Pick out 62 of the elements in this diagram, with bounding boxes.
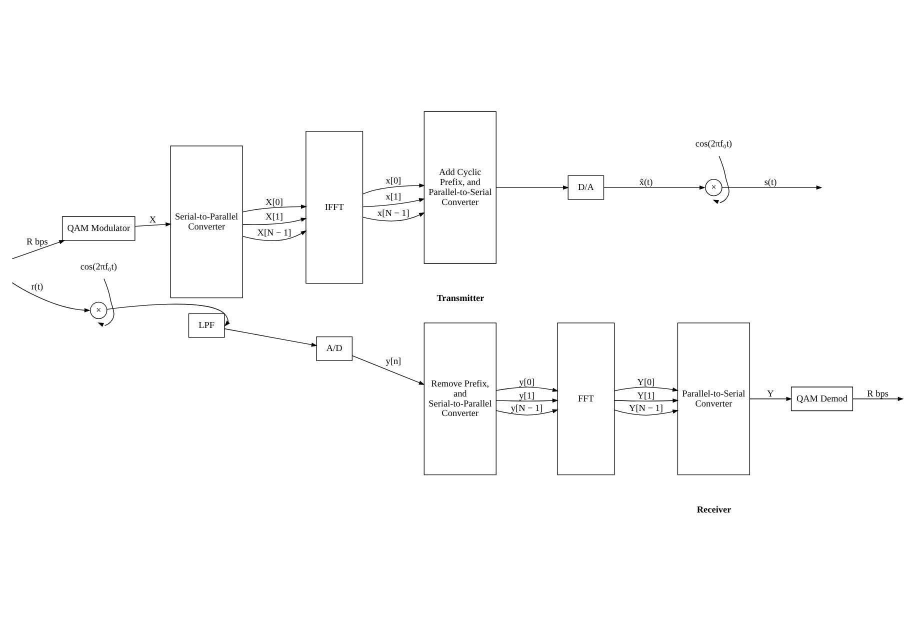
arrow — [362, 212, 425, 221]
arrow — [495, 398, 558, 402]
edge-label: Y — [766, 388, 774, 398]
arrow — [242, 217, 306, 224]
node-box: Add Cyclic Prefix, and Parallel-to-Serial Converter — [423, 110, 496, 264]
arrow — [614, 398, 678, 402]
arrow — [242, 204, 306, 212]
node-text: cos(2πf₀t) — [80, 260, 116, 271]
edge-label: X[N − 1] — [256, 226, 291, 237]
arrow — [362, 198, 424, 207]
node-box: FFT — [556, 322, 614, 475]
edge-label: Y[0] — [636, 376, 654, 387]
arrow — [749, 396, 792, 400]
node-box: Parallel-to-Serial Converter — [676, 322, 750, 475]
arrow — [242, 230, 306, 240]
node-box: QAM Demod — [790, 386, 853, 411]
edge-label: Y[N − 1] — [628, 402, 662, 412]
node-box: IFFT — [305, 130, 363, 284]
arrow — [352, 354, 424, 384]
edge-label: x[1] — [385, 191, 401, 202]
node-box: Serial-to-Parallel Converter — [170, 145, 242, 298]
edge-label: Y[1] — [636, 390, 654, 400]
node-box: LPF — [188, 312, 224, 338]
arrow — [852, 396, 904, 400]
edge-label: x[0] — [385, 175, 401, 186]
edge-label: s(t) — [764, 176, 776, 187]
label: Transmitter — [436, 292, 484, 302]
edge-label: x[N − 1] — [377, 208, 409, 218]
arrow — [721, 185, 822, 190]
edge-label: X[0] — [265, 196, 282, 206]
arrow — [224, 328, 317, 346]
edge-label: R bps — [26, 236, 48, 246]
edge-label: x̃(t) — [638, 176, 652, 187]
node-text: cos(2πf₀t) — [694, 138, 732, 148]
arrow — [106, 303, 230, 326]
edge-label: R bps — [866, 388, 888, 398]
label: Receiver — [696, 504, 731, 514]
node-circle: × — [704, 178, 722, 196]
edge-label: y[1] — [518, 390, 534, 400]
arrow — [97, 278, 114, 326]
arrow — [496, 386, 558, 392]
arrow — [362, 182, 425, 194]
arrow — [495, 185, 568, 190]
arrow — [614, 409, 678, 415]
node-box: QAM Modulator — [61, 216, 135, 240]
edge-label: X[1] — [265, 210, 282, 221]
edge-label: y[0] — [518, 376, 534, 387]
node-box: D/A — [567, 174, 604, 200]
arrow — [712, 155, 729, 204]
arrow — [602, 185, 705, 190]
arrow — [11, 240, 65, 259]
edge-label: y[n] — [385, 356, 401, 366]
node-circle: × — [90, 301, 107, 318]
edge-label: y[N − 1] — [510, 402, 542, 412]
node-box: Remove Prefix, and Serial-to-Parallel Converter — [423, 322, 496, 475]
node-box: A/D — [316, 336, 352, 360]
arrow — [11, 282, 90, 312]
edge-label: r(t) — [30, 280, 43, 291]
edge-label: X — [148, 214, 156, 224]
arrow — [614, 386, 678, 392]
arrow — [495, 408, 558, 415]
arrow — [134, 222, 172, 226]
